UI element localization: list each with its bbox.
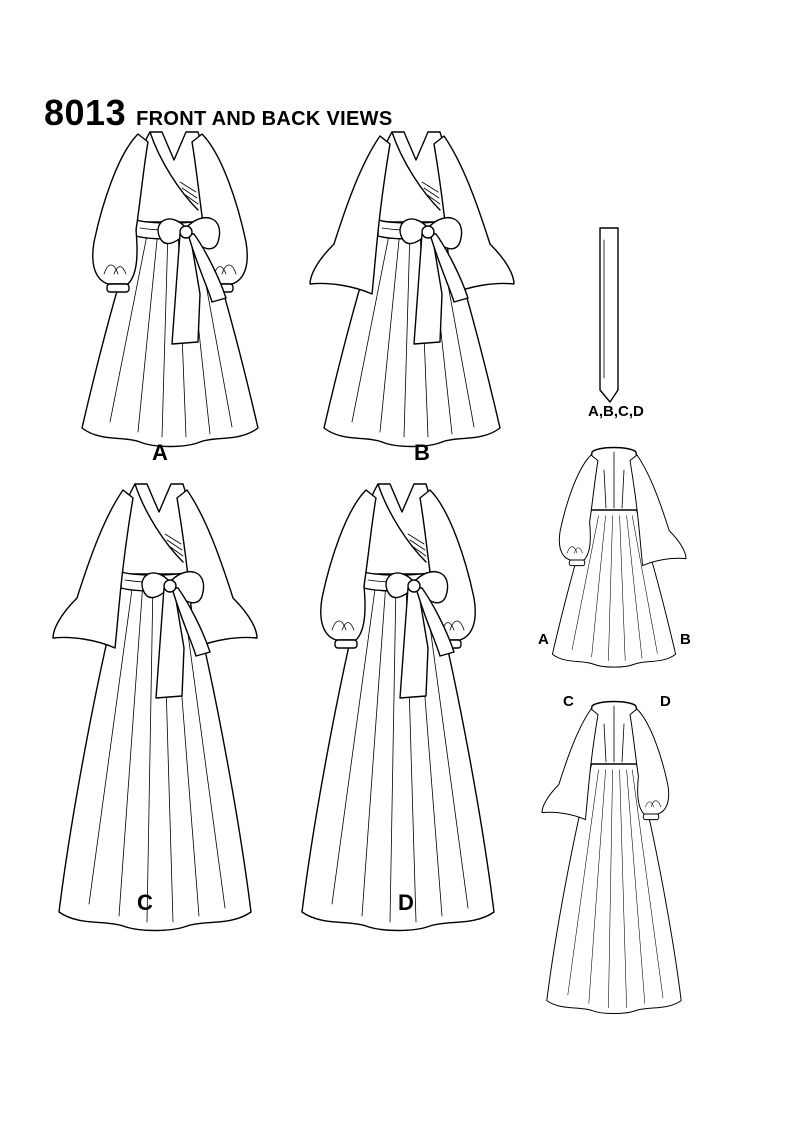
view-a-drawing	[81, 131, 259, 448]
page-header: 8013 FRONT AND BACK VIEWS	[44, 92, 392, 134]
view-label-c: C	[137, 890, 153, 915]
page-title: FRONT AND BACK VIEWS	[136, 108, 393, 130]
view-c-drawing	[52, 483, 257, 932]
back-label-d: D	[660, 693, 671, 710]
view-b-drawing	[309, 131, 514, 448]
view-label-b: B	[414, 440, 430, 465]
back-view-cd-drawing	[541, 700, 682, 1015]
back-label-b: B	[680, 631, 691, 648]
sash-drawing	[599, 227, 619, 403]
pattern-number: 8013	[44, 92, 127, 133]
view-label-d: D	[398, 890, 414, 915]
sash-label: A,B,C,D	[588, 403, 644, 420]
view-label-a: A	[152, 440, 168, 465]
view-d-drawing	[301, 483, 495, 932]
back-label-a: A	[538, 631, 549, 648]
back-label-c: C	[563, 693, 574, 710]
back-view-ab-drawing	[551, 446, 686, 668]
